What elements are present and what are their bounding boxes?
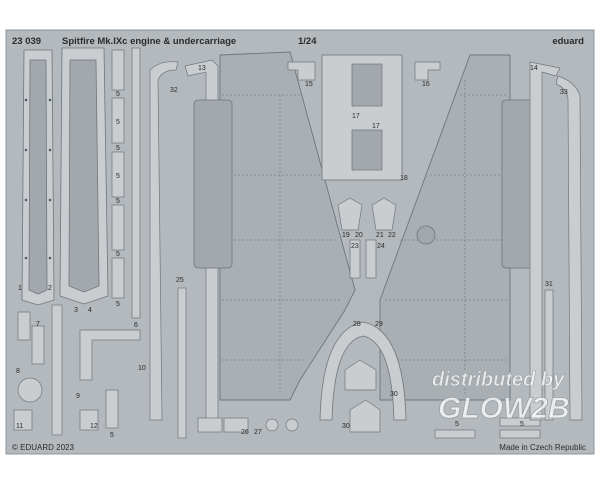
origin-text: Made in Czech Republic — [499, 443, 586, 452]
panel-cutout-left — [193, 99, 233, 269]
part-label: 30 — [390, 391, 398, 398]
part-label: 5 — [116, 301, 120, 308]
part-label: 5 — [116, 91, 120, 98]
part-label: 18 — [400, 175, 408, 182]
part-label: 19 — [342, 232, 350, 239]
part-label: 20 — [355, 232, 363, 239]
part-label: 8 — [16, 368, 20, 375]
kit-title: Spitfire Mk.IXc engine & undercarriage — [62, 36, 236, 47]
copyright-text: © EDUARD 2023 — [12, 443, 74, 452]
brand-logo: eduard — [552, 36, 584, 47]
part-label: 3 — [74, 307, 78, 314]
part-number-labels: 1 2 3 4 5 5 5 5 5 5 5 5 5 5 6 7 8 9 10 1… — [16, 65, 568, 439]
cowling-panel-left — [219, 51, 356, 401]
part-label: 17 — [372, 123, 380, 130]
part-label: 29 — [375, 321, 383, 328]
part-label: 15 — [305, 81, 313, 88]
part-label: 31 — [545, 281, 553, 288]
part-5-strips — [105, 49, 541, 439]
part-label: 5 — [110, 432, 114, 439]
part-label: 5 — [116, 251, 120, 258]
kit-scale: 1/24 — [298, 36, 317, 47]
part-label: 27 — [254, 429, 262, 436]
panel-rivet-lines-left — [222, 94, 340, 395]
part-28-29-arch — [319, 321, 407, 421]
part-32-strip — [149, 61, 179, 421]
part-16 — [414, 61, 441, 81]
parts-19-24 — [337, 197, 397, 279]
part-label: 5 — [520, 421, 524, 428]
part-label: 33 — [560, 89, 568, 96]
part-label: 9 — [76, 393, 80, 400]
part-label: 11 — [16, 423, 23, 430]
part-label: 17 — [352, 113, 360, 120]
part-label: 5 — [116, 173, 120, 180]
part-30-brackets — [344, 359, 381, 433]
part-label: 6 — [134, 322, 138, 329]
part-25-strip — [177, 287, 187, 439]
part-label: 5 — [455, 421, 459, 428]
bottom-left-parts — [13, 304, 141, 436]
cowling-panel-right — [379, 54, 511, 401]
part-14-strip — [529, 61, 561, 421]
part-label: 5 — [116, 145, 120, 152]
part-6-strip — [131, 47, 141, 319]
panel-hole — [416, 225, 436, 245]
part-label: 7 — [36, 321, 40, 328]
part-label: 2 — [48, 285, 52, 292]
parts-26-27 — [197, 417, 299, 433]
part-label: 30 — [342, 423, 350, 430]
part-label: 32 — [170, 87, 178, 94]
part-label: 26 — [241, 429, 249, 436]
distributor-watermark-logo: GLOW2B — [438, 392, 570, 425]
part-label: 24 — [377, 243, 385, 250]
part-label: 12 — [90, 423, 98, 430]
part-label: 5 — [116, 119, 120, 126]
part-31-strip — [544, 289, 554, 421]
part-label: 22 — [388, 232, 396, 239]
part-label: 5 — [116, 198, 120, 205]
part-label: 1 — [18, 285, 22, 292]
part-17a-grille — [351, 63, 383, 107]
part-label: 4 — [88, 307, 92, 314]
kit-code: 23 039 — [12, 36, 41, 47]
part-15 — [287, 61, 316, 81]
distributor-watermark-line1: distributed by — [432, 369, 565, 391]
part-label: 21 — [376, 232, 384, 239]
part-label: 25 — [176, 277, 184, 284]
part-label: 10 — [138, 365, 146, 372]
part-label: 14 — [530, 65, 538, 72]
part-label: 28 — [353, 321, 361, 328]
part-label: 16 — [422, 81, 430, 88]
panel-rivet-lines-right — [385, 80, 508, 395]
part-17b-grille — [351, 129, 383, 171]
part-33-strip — [555, 75, 583, 421]
part-1-2-panels — [21, 47, 109, 306]
part-label: 13 — [198, 65, 206, 72]
part-label: 23 — [351, 243, 359, 250]
rivet-pattern — [24, 98, 52, 260]
